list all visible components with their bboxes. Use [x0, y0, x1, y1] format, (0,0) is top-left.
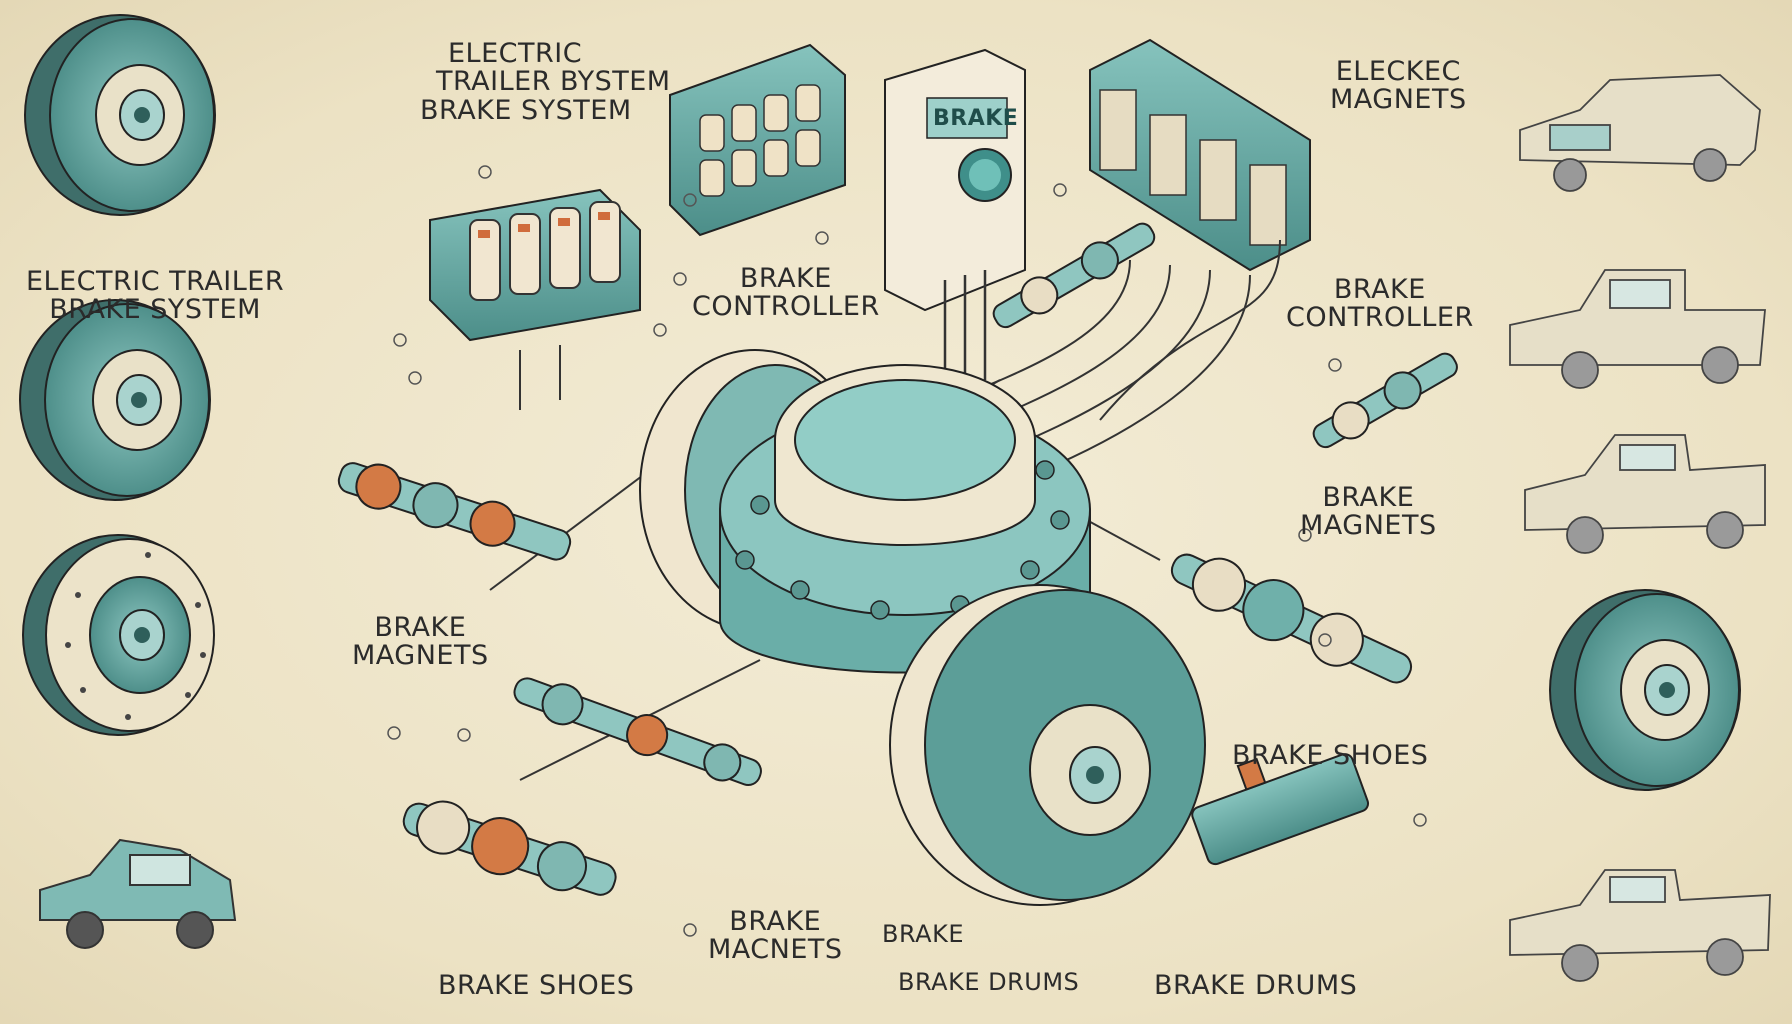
label-brake-bottom: BRAKE — [882, 920, 964, 948]
label-line: MAGNETS — [352, 640, 489, 672]
label-line: BRAKE — [1333, 274, 1426, 305]
label-line: BRAKE — [739, 263, 832, 294]
label-line: CONTROLLER — [692, 291, 880, 323]
truck-icon — [1509, 269, 1766, 389]
wheel-icon — [22, 534, 215, 736]
callout-markers — [387, 165, 1427, 937]
wheel-icon — [19, 299, 211, 501]
label-top-title: ELECTRIC TRAILER BYSTEM BRAKE SYSTEM — [420, 38, 671, 126]
label-line: BRAKE SYSTEM — [49, 294, 261, 326]
label-brake-magnets-right: BRAKE MAGNETS — [1300, 482, 1437, 542]
label-line: BRAKE — [1322, 482, 1415, 513]
brake-magnet-icon — [429, 188, 641, 342]
truck-icon — [39, 838, 237, 949]
label-brake-shoes-right: BRAKE SHOES — [1232, 740, 1429, 771]
label-brake-drums-bottom-center: BRAKE DRUMS — [898, 968, 1080, 996]
truck-icon — [1524, 434, 1766, 554]
label-brake-magnets-bottom: BRAKE MACNETS — [708, 906, 843, 966]
brake-controller-icon — [884, 48, 1026, 390]
label-line: ELECTRIC — [448, 38, 583, 69]
truck-icon — [1509, 869, 1771, 982]
label-brake-shoes-bottom-left: BRAKE SHOES — [438, 970, 635, 1001]
label-line: BRAKE — [933, 106, 1019, 131]
brake-drum-icon — [889, 584, 1206, 906]
brake-magnet-icon — [1089, 38, 1311, 272]
label-line: CONTROLLER — [1286, 302, 1474, 334]
label-line: TRAILER BYSTEM — [436, 66, 671, 98]
label-brake-controller-center: BRAKE CONTROLLER — [692, 263, 880, 323]
label-brake-magnets-left: BRAKE MAGNETS — [352, 612, 489, 672]
brake-magnet-icon — [669, 43, 846, 237]
controller-face-label: BRAKE — [933, 107, 1018, 130]
label-line: BRAKE SHOES — [1232, 740, 1429, 771]
label-line: ELECKEC — [1335, 56, 1461, 87]
label-line: BRAKE SHOES — [438, 970, 635, 1001]
label-top-right-magnets: ELECKEC MAGNETS — [1330, 56, 1467, 116]
brake-drum-icon — [639, 349, 1091, 674]
label-line: BRAKE DRUMS — [1154, 970, 1358, 1001]
truck-icon — [1519, 74, 1761, 192]
label-line: MACNETS — [708, 934, 843, 966]
wheel-icon — [1549, 589, 1741, 791]
axle-icon — [337, 222, 1458, 896]
label-line: MAGNETS — [1330, 84, 1467, 116]
label-brake-controller-right: BRAKE CONTROLLER — [1286, 274, 1474, 334]
label-line: BRAKE — [882, 920, 964, 948]
label-left-title: ELECTRIC TRAILER BRAKE SYSTEM — [26, 266, 285, 326]
wheel-icon — [24, 14, 216, 216]
label-line: ELECTRIC TRAILER — [26, 266, 285, 297]
label-line: BRAKE — [729, 906, 822, 937]
label-line: MAGNETS — [1300, 510, 1437, 542]
label-line: BRAKE SYSTEM — [420, 94, 632, 126]
label-brake-drums-bottom-right: BRAKE DRUMS — [1154, 970, 1358, 1001]
label-line: BRAKE DRUMS — [898, 968, 1080, 996]
label-line: BRAKE — [374, 612, 467, 643]
